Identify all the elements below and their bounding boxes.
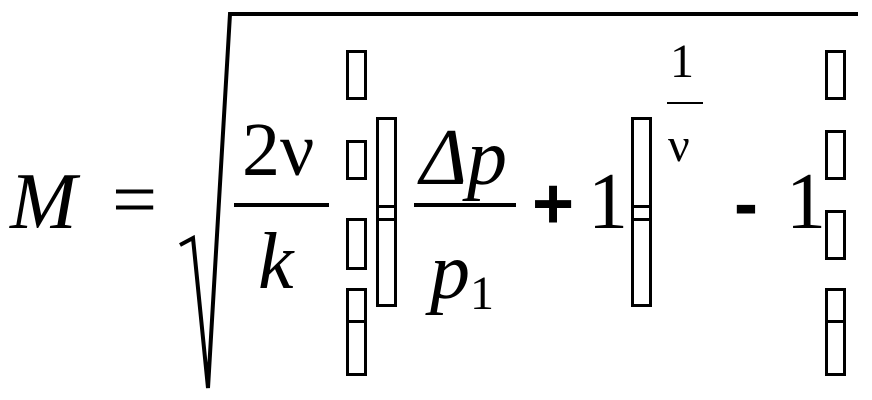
outer-left-bracket-bottom — [346, 288, 367, 376]
outer-left-bracket-upper — [346, 140, 367, 180]
fraction-denominator-p: p — [430, 228, 470, 316]
plus-one: 1 — [588, 158, 628, 246]
outer-right-bracket-lower — [825, 210, 846, 260]
inner-left-bracket-divider-2 — [376, 218, 397, 221]
inner-left-bracket — [376, 117, 397, 307]
exponent-numerator: 1 — [670, 35, 694, 88]
main-fraction-bar — [414, 203, 516, 207]
inner-right-bracket-divider-1 — [631, 205, 652, 208]
equals-sign: = — [112, 156, 158, 244]
plus-sign: + — [532, 164, 575, 244]
outer-right-bracket-top — [825, 50, 846, 100]
fraction-denominator-subscript: 1 — [470, 267, 494, 320]
exponent-fraction-bar — [667, 102, 703, 104]
outer-left-bracket-bottom-divider — [346, 320, 367, 323]
coefficient-denominator: k — [258, 218, 294, 306]
minus-one: 1 — [786, 158, 826, 246]
outer-right-bracket-bottom — [825, 288, 846, 376]
outer-left-bracket-top — [346, 50, 367, 100]
coefficient-numerator: 2ν — [242, 108, 315, 192]
coefficient-fraction-bar — [234, 203, 329, 207]
inner-right-bracket-divider-2 — [631, 218, 652, 221]
inner-right-bracket — [631, 117, 652, 307]
outer-right-bracket-upper — [825, 130, 846, 180]
inner-left-bracket-divider-1 — [376, 205, 397, 208]
outer-right-bracket-bottom-divider — [825, 320, 846, 323]
outer-left-bracket-lower — [346, 218, 367, 270]
exponent-denominator: ν — [668, 119, 690, 172]
variable-m: M — [10, 158, 77, 246]
fraction-numerator: Δp — [420, 114, 507, 202]
minus-sign: - — [734, 164, 758, 244]
